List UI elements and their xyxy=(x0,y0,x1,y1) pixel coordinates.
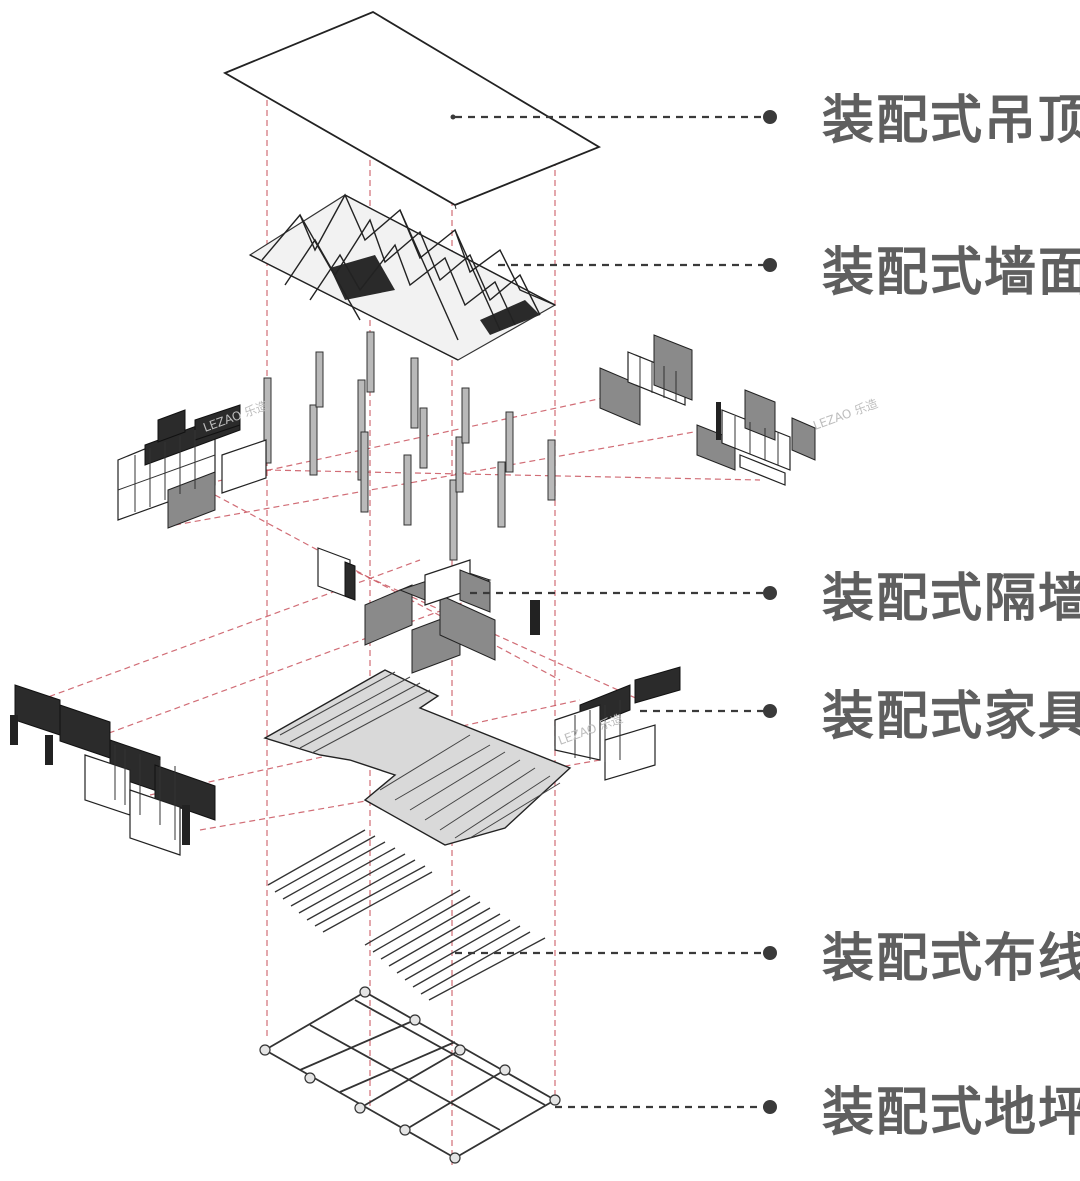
floor-slab-striped xyxy=(263,669,572,846)
left-wall-module-upper xyxy=(117,404,267,529)
wiring-slats xyxy=(267,829,546,1001)
callout-furniture: 装配式家具 xyxy=(640,687,1080,747)
furniture-module xyxy=(554,666,681,781)
floor-frame-grid xyxy=(259,986,561,1164)
callout-wiring: 装配式布线 xyxy=(455,929,1080,989)
structural-columns xyxy=(263,331,556,561)
ceiling-panel xyxy=(222,10,602,210)
partition-walls xyxy=(317,547,540,674)
left-wall-module-lower xyxy=(10,684,216,856)
callout-ceiling: 装配式吊顶 xyxy=(450,91,1080,151)
callout-partition: 装配式隔墙 xyxy=(470,569,1080,629)
label-wiring: 装配式布线 xyxy=(822,929,1080,989)
wiring-slats-lower xyxy=(364,889,546,1001)
label-floor: 装配式地坪 xyxy=(822,1083,1080,1143)
wall-truss-frame xyxy=(248,193,557,361)
callout-wall: 装配式墙面 xyxy=(498,243,1080,303)
right-wall-module-upper xyxy=(599,334,693,426)
watermark-right: LEZAO 乐造 xyxy=(811,396,879,432)
layer-callouts: 装配式吊顶 装配式墙面 装配式隔墙 装配式家具 装配式布线 装配式地坪 xyxy=(450,91,1080,1143)
label-partition: 装配式隔墙 xyxy=(822,569,1080,629)
label-ceiling: 装配式吊顶 xyxy=(822,91,1080,151)
callout-floor: 装配式地坪 xyxy=(555,1083,1080,1143)
right-wall-module-far xyxy=(696,389,816,486)
label-furniture: 装配式家具 xyxy=(822,687,1080,747)
label-wall: 装配式墙面 xyxy=(822,243,1080,303)
wiring-slats-upper xyxy=(267,829,433,933)
